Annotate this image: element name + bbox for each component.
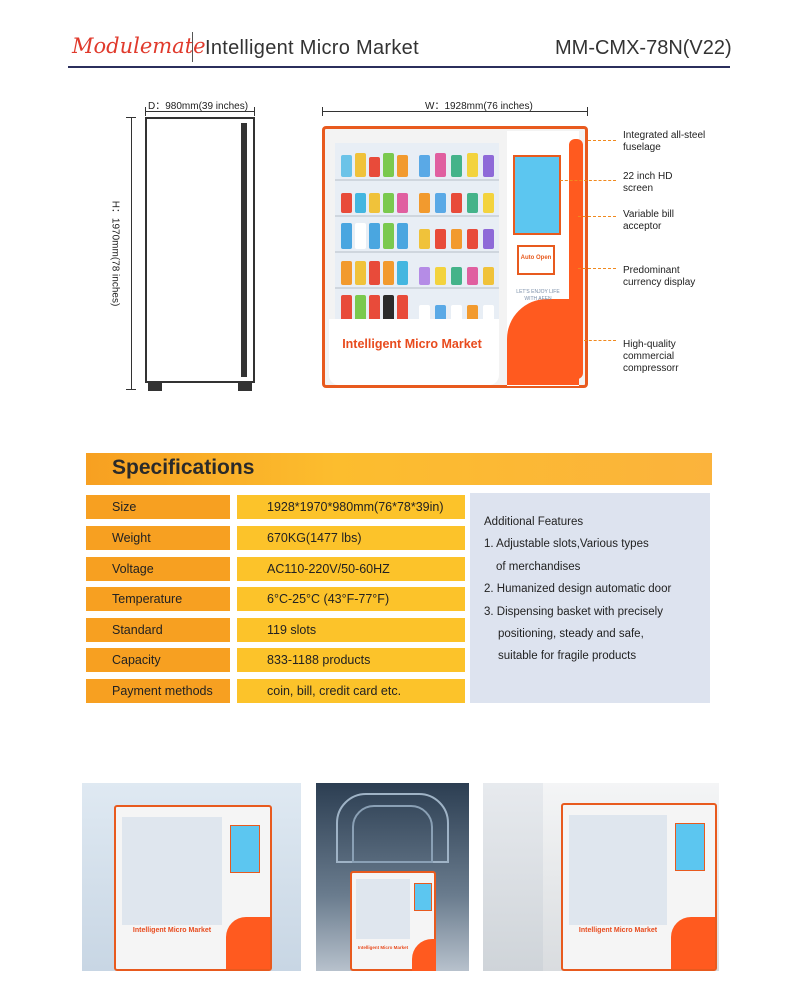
photo-machine-label: Intelligent Micro Market	[578, 927, 658, 934]
callout-bill-acceptor: Variable bill acceptor	[623, 209, 674, 232]
callout-arrow	[578, 268, 616, 269]
payment-column	[569, 139, 583, 379]
feature-line: 1. Adjustable slots,Various types	[484, 538, 649, 551]
feature-line: suitable for fragile products	[498, 650, 637, 663]
corridor-arch	[352, 805, 433, 863]
feature-line: 3. Dispensing basket with precisely	[484, 605, 663, 618]
side-view-door-edge	[241, 123, 247, 377]
features-title: Additional Features	[484, 516, 584, 528]
width-dimension: W：1928mm(76 inches)	[425, 101, 533, 112]
callout-fuselage: Integrated all-steel fuselage	[623, 130, 706, 153]
dimension-tick	[322, 107, 323, 116]
dimension-tick	[254, 107, 255, 116]
product-window	[335, 143, 499, 321]
machine-photo: Intelligent Micro Market	[561, 803, 717, 971]
depth-dimension: D：980mm(39 inches)	[148, 101, 249, 112]
model-number: MM-CMX-78N(V22)	[555, 37, 732, 59]
side-view-foot	[148, 381, 162, 391]
office-window	[483, 783, 543, 971]
shelf-row	[335, 255, 499, 287]
height-dimension-line	[131, 117, 132, 389]
shelf-row	[335, 291, 499, 323]
callout-arrow	[584, 340, 616, 341]
spec-value-weight: 670KG(1477 lbs)	[237, 526, 465, 550]
shelf-row	[335, 219, 499, 251]
dimension-tick	[145, 107, 146, 116]
vending-machine-front: Intelligent Micro Market Auto Open LET'S…	[322, 126, 588, 388]
page-title: Intelligent Micro Market	[205, 37, 419, 59]
additional-features-panel: Additional Features 1. Adjustable slots,…	[470, 493, 710, 703]
machine-tagline: LET'S ENJOY LIFE WITH AFEN	[516, 289, 560, 302]
hd-touch-screen	[513, 155, 561, 235]
dimension-tick	[126, 117, 136, 118]
width-dimension-line	[322, 111, 588, 112]
spec-value-voltage: AC110-220V/50-60HZ	[237, 557, 465, 581]
spec-label-capacity: Capacity	[86, 648, 230, 672]
callout-arrow	[588, 140, 616, 141]
product-photo-corridor: Intelligent Micro Market	[316, 783, 469, 971]
spec-label-temperature: Temperature	[86, 587, 230, 611]
machine-label: Intelligent Micro Market	[342, 337, 482, 351]
feature-line: positioning, steady and safe,	[498, 628, 644, 641]
spec-label-voltage: Voltage	[86, 557, 230, 581]
spec-value-capacity: 833-1188 products	[237, 648, 465, 672]
machine-photo: Intelligent Micro Market	[114, 805, 272, 971]
height-dimension: H：1970mm(78 inches)	[109, 200, 121, 307]
spec-value-temperature: 6°C-25°C (43°F-77°F)	[237, 587, 465, 611]
callout-arrow	[560, 180, 616, 181]
brand-divider	[192, 32, 193, 62]
spec-label-size: Size	[86, 495, 230, 519]
spec-value-standard: 119 slots	[237, 618, 465, 642]
dimension-tick	[587, 107, 588, 116]
shelf-row	[335, 183, 499, 215]
machine-photo: Intelligent Micro Market	[350, 871, 436, 971]
callout-arrow	[578, 216, 616, 217]
spec-label-standard: Standard	[86, 618, 230, 642]
machine-orange-accent	[507, 299, 579, 385]
machine-logo-panel	[329, 319, 499, 385]
callout-screen: 22 inch HD screen	[623, 171, 673, 194]
photo-machine-label: Intelligent Micro Market	[132, 927, 212, 934]
side-view-foot	[238, 381, 252, 391]
specifications-title: Specifications	[112, 456, 255, 479]
callout-currency-display: Predominant currency display	[623, 265, 696, 288]
depth-dimension-line	[145, 111, 255, 112]
spec-value-payment: coin, bill, credit card etc.	[237, 679, 465, 703]
product-photo-studio: Intelligent Micro Market	[82, 783, 301, 971]
header-rule	[68, 66, 730, 68]
photo-machine-label: Intelligent Micro Market	[357, 945, 409, 950]
shelf-row	[335, 147, 499, 179]
product-photo-office: Intelligent Micro Market	[483, 783, 719, 971]
side-view-drawing	[145, 117, 255, 383]
feature-line: of merchandises	[496, 560, 581, 573]
brand-logo: Modulemate	[72, 34, 206, 58]
dimension-tick	[126, 389, 136, 390]
auto-open-label: Auto Open	[520, 255, 552, 261]
feature-line: 2. Humanized design automatic door	[484, 583, 672, 596]
callout-compressor: High-quality commercial compressorr	[623, 339, 679, 374]
currency-display: Auto Open	[517, 245, 555, 275]
spec-label-weight: Weight	[86, 526, 230, 550]
specifications-header-bar	[86, 453, 712, 485]
spec-label-payment: Payment methods	[86, 679, 230, 703]
spec-value-size: 1928*1970*980mm(76*78*39in)	[237, 495, 465, 519]
